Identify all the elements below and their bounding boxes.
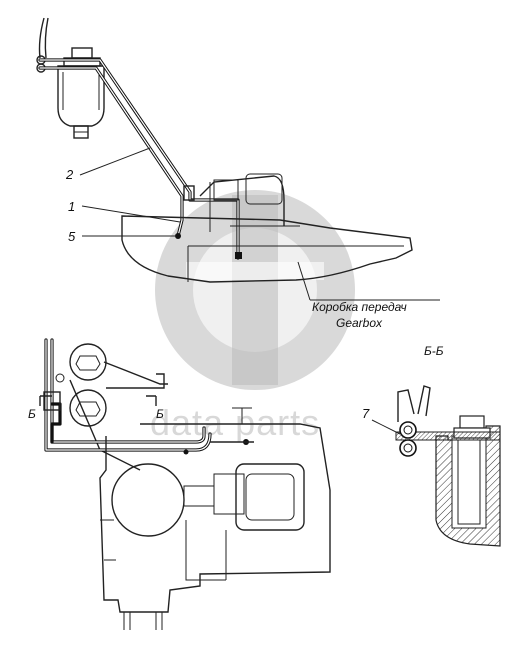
gearbox-label-en: Gearbox [336, 316, 383, 330]
gearbox-outline [121, 173, 440, 301]
section-title: Б-Б [424, 344, 444, 358]
callout-1: 1 [68, 199, 75, 214]
leader-2 [79, 147, 151, 176]
hose-loops [36, 17, 49, 73]
top-view: 2 1 5 Коробка передач Gearbox [36, 17, 440, 330]
side-view: Б Б [28, 338, 331, 630]
pipe-2 [38, 58, 242, 260]
callout-7: 7 [362, 406, 370, 421]
section-marker-left: Б [28, 407, 36, 421]
filter-upper [69, 343, 107, 381]
gearbox-label-ru: Коробка передач [312, 300, 407, 314]
gear-round [111, 463, 185, 537]
section-view: Б-Б 7 [362, 344, 501, 547]
filter-lower [69, 389, 107, 427]
section-marker-right: Б [156, 407, 164, 421]
callout-2: 2 [65, 167, 74, 182]
callout-5: 5 [68, 229, 76, 244]
leader-1 [81, 205, 181, 223]
watermark-text: data parts [150, 402, 320, 443]
watermark-logo [155, 190, 355, 390]
